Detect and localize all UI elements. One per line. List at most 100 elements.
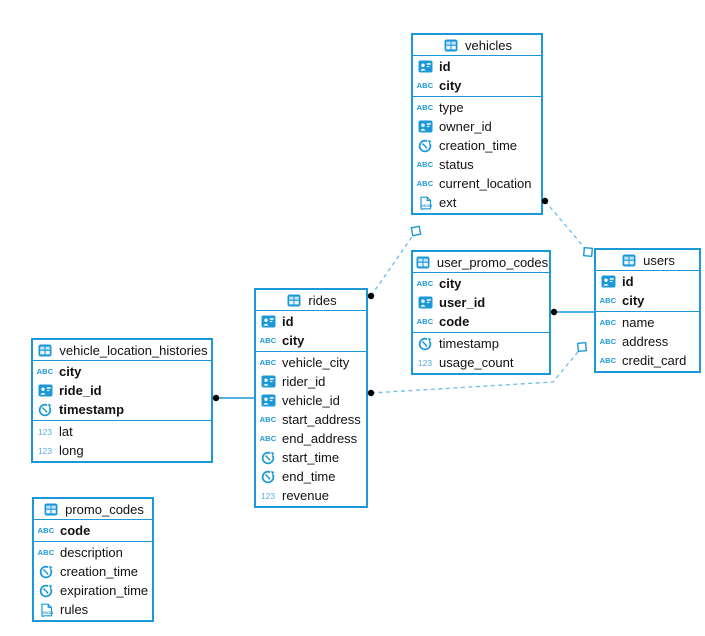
numeric-123-icon: 123 — [417, 357, 433, 368]
field-row: ABC name — [596, 313, 699, 332]
field-row: expiration_time — [34, 581, 152, 600]
field-row: vehicle_id — [256, 391, 366, 410]
table-grid-icon — [36, 344, 54, 357]
clock-icon — [416, 138, 434, 153]
field-row: creation_time — [34, 562, 152, 581]
table-name: rides — [308, 292, 337, 308]
field-name: credit_card — [622, 353, 687, 368]
field-name: code — [60, 523, 91, 538]
field-row: timestamp — [33, 400, 211, 419]
field-name: city — [439, 276, 462, 291]
json-icon: JSON — [416, 196, 434, 210]
abc-text-icon: ABC — [416, 279, 434, 288]
field-row: user_id — [413, 293, 549, 312]
abc-text-icon: ABC — [37, 548, 55, 557]
table-header[interactable]: vehicles — [413, 35, 541, 56]
svg-text:JSON: JSON — [421, 203, 432, 208]
field-row: JSON rules — [34, 600, 152, 619]
field-row: ABC city — [413, 274, 549, 293]
field-name: description — [60, 545, 123, 560]
numeric-123-icon: 123 — [260, 490, 276, 501]
field-name: ext — [439, 195, 457, 210]
field-name: long — [59, 443, 84, 458]
field-name: name — [622, 315, 655, 330]
field-row: creation_time — [413, 136, 541, 155]
primary-key-section: ABC code — [34, 520, 152, 541]
relationship-dot-marker — [212, 394, 220, 402]
table-header[interactable]: promo_codes — [34, 499, 152, 520]
numeric-123-icon: 123 — [37, 445, 53, 456]
field-name: timestamp — [59, 402, 125, 417]
field-name: expiration_time — [60, 583, 149, 598]
abc-text-icon: ABC — [599, 318, 617, 327]
clock-icon — [259, 469, 277, 484]
json-icon: JSON — [37, 603, 55, 617]
abc-text-icon: ABC — [599, 356, 617, 365]
field-row: 123 long — [33, 441, 211, 460]
relationship-dot-marker — [367, 292, 375, 300]
field-name: creation_time — [60, 564, 139, 579]
table-header[interactable]: vehicle_location_histories — [33, 340, 211, 361]
abc-text-icon: ABC — [37, 526, 55, 535]
field-name: usage_count — [439, 355, 514, 370]
field-name: id — [622, 274, 634, 289]
field-name: end_time — [282, 469, 336, 484]
relationship-diamond-marker — [410, 225, 422, 237]
table-header[interactable]: user_promo_codes — [413, 252, 549, 273]
field-name: end_address — [282, 431, 358, 446]
field-name: user_id — [439, 295, 486, 310]
abc-text-icon: ABC — [259, 358, 277, 367]
table-grid-icon — [414, 256, 432, 269]
field-name: id — [282, 314, 294, 329]
field-name: revenue — [282, 488, 329, 503]
field-name: creation_time — [439, 138, 518, 153]
abc-text-icon: ABC — [416, 317, 434, 326]
field-name: city — [439, 78, 462, 93]
abc-text-icon: ABC — [416, 103, 434, 112]
relationship-vehicles-users — [544, 200, 589, 253]
field-name: rules — [60, 602, 89, 617]
field-row: ABC code — [34, 521, 152, 540]
field-row: id — [256, 312, 366, 331]
table-name: vehicle_location_histories — [59, 342, 208, 358]
table-header[interactable]: rides — [256, 290, 366, 311]
table-header[interactable]: users — [596, 250, 699, 271]
field-row: start_time — [256, 448, 366, 467]
abc-text-icon: ABC — [259, 415, 277, 424]
fields-section: timestamp 123 usage_count — [413, 332, 549, 373]
field-name: lat — [59, 424, 73, 439]
id-badge-icon — [259, 315, 277, 328]
field-row: 123 usage_count — [413, 353, 549, 372]
relationship-vehicles-rides — [370, 230, 417, 297]
field-row: JSON ext — [413, 193, 541, 212]
field-name: status — [439, 157, 474, 172]
abc-text-icon: ABC — [36, 367, 54, 376]
field-name: timestamp — [439, 336, 499, 351]
field-name: id — [439, 59, 451, 74]
id-badge-icon — [416, 120, 434, 133]
table-name: user_promo_codes — [436, 254, 549, 270]
id-badge-icon — [259, 375, 277, 388]
clock-icon — [416, 336, 434, 351]
id-badge-icon — [259, 394, 277, 407]
numeric-123-icon: 123 — [37, 426, 53, 437]
